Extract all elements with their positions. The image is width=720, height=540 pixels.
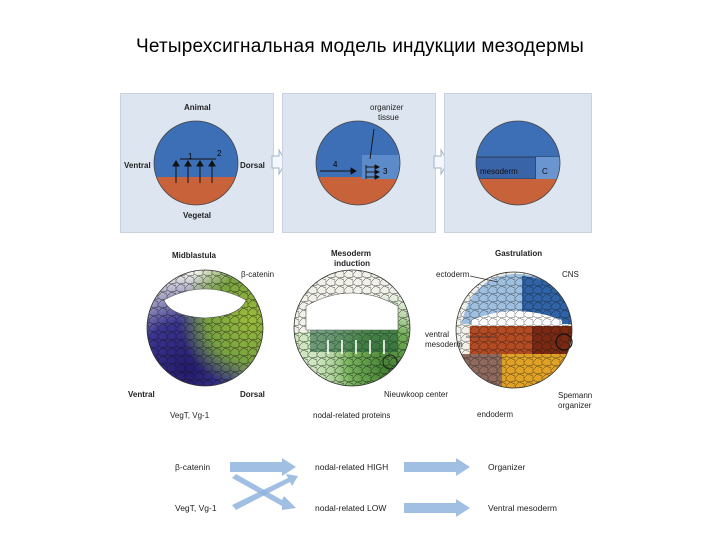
label-ventral-embryo: Ventral (128, 390, 155, 399)
panel2-sphere (315, 120, 401, 206)
label-nodal-proteins: nodal-related proteins (313, 411, 391, 420)
flow-mid-nodal-high: nodal-related HIGH (315, 462, 389, 472)
label-organizer-tissue-1: organizer (370, 103, 404, 112)
label-ventral-mesoderm-1: ventral (425, 330, 450, 339)
signal-number-4: 4 (333, 160, 338, 169)
ventral-mesoderm-pointer (466, 336, 496, 338)
label-spemann: Spemann (558, 391, 593, 400)
mesoderm-induction-embryo (293, 269, 411, 387)
signal-number-1: 1 (188, 152, 193, 161)
label-ventral-mesoderm-2: mesoderm (425, 340, 463, 349)
label-vegt-embryo: VegT, Vg-1 (170, 411, 210, 420)
label-spemann-organizer: organizer (558, 401, 592, 410)
page-title: Четырехсигнальная модель индукции мезоде… (136, 36, 584, 57)
label-mesoderm-induction-1: Mesoderm (331, 249, 372, 258)
label-endoderm: endoderm (477, 410, 514, 419)
gastrulation-embryo (455, 271, 573, 389)
label-mesoderm-induction-2: induction (334, 259, 370, 268)
label-dorsal-top: Dorsal (240, 161, 265, 170)
label-nieuwkoop: Nieuwkoop center (384, 390, 449, 399)
label-vegetal: Vegetal (183, 211, 212, 220)
panel3-sphere (475, 120, 561, 206)
flow-source-beta-catenin: β-catenin (175, 462, 211, 472)
panel1-sphere (153, 120, 239, 206)
label-midblastula: Midblastula (172, 251, 217, 260)
label-mesoderm-top: mesoderm (480, 167, 518, 176)
midblastula-embryo (146, 269, 264, 387)
label-animal: Animal (184, 103, 211, 112)
label-organizer-tissue-2: tissue (378, 113, 399, 122)
label-beta-catenin-embryo: β-catenin (241, 270, 275, 279)
flow-target-ventral-mesoderm: Ventral mesoderm (488, 503, 557, 513)
flow-source-vegt: VegT, Vg-1 (175, 503, 217, 513)
label-cns: CNS (562, 270, 579, 279)
label-c: C (542, 167, 548, 176)
label-ectoderm: ectoderm (436, 270, 470, 279)
ectoderm-pointer (469, 275, 499, 283)
label-gastrulation: Gastrulation (495, 249, 543, 258)
label-ventral-top: Ventral (124, 161, 151, 170)
signal-number-2: 2 (217, 149, 222, 158)
label-dorsal-embryo: Dorsal (240, 390, 265, 399)
signal-number-3: 3 (383, 167, 388, 176)
flow-mid-nodal-low: nodal-related LOW (315, 503, 387, 513)
flow-target-organizer: Organizer (488, 462, 526, 472)
